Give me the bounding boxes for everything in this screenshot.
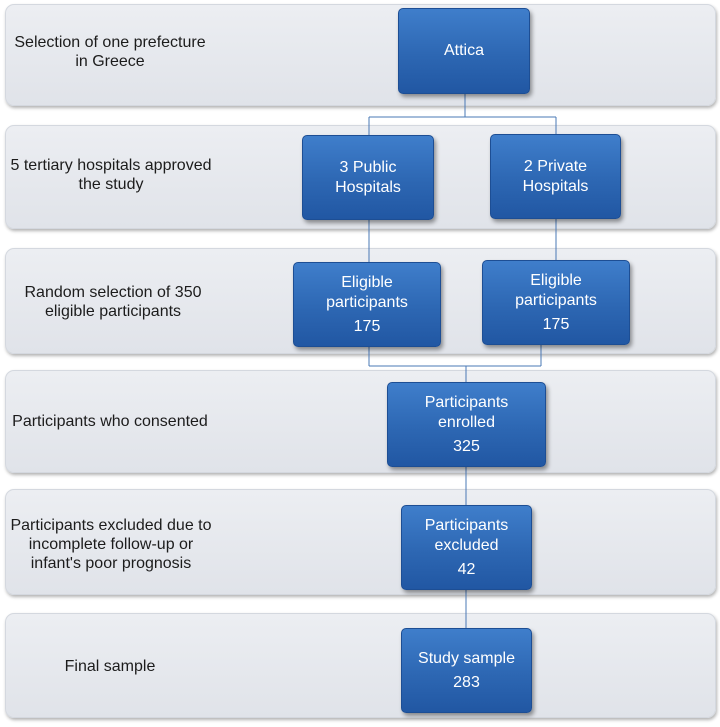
eligible-public-box: Eligible participants 175: [293, 262, 441, 347]
public-hospitals-box: 3 Public Hospitals: [302, 135, 434, 220]
stage-label-2: 5 tertiary hospitals approved the study: [10, 157, 212, 193]
attica-box-text: Attica: [443, 42, 484, 59]
eligible-public-text: Eligible participants: [326, 273, 408, 311]
eligible-private-text: Eligible participants: [515, 271, 597, 309]
stage-band-1: [5, 4, 716, 106]
study-sample-count: 283: [453, 673, 480, 691]
excluded-box: Participants excluded 42: [401, 505, 532, 590]
public-hospitals-text: 3 Public Hospitals: [335, 158, 401, 196]
eligible-private-box: Eligible participants 175: [482, 260, 630, 345]
excluded-text: Participants excluded: [424, 516, 509, 554]
stage-label-5: Participants excluded due to incomplete …: [10, 516, 212, 572]
study-sample-box: Study sample 283: [401, 628, 532, 713]
attica-box: Attica: [398, 8, 530, 94]
stage-label-1: Selection of one prefecture in Greece: [14, 34, 206, 70]
eligible-public-count: 175: [353, 317, 381, 335]
private-hospitals-text: 2 Private Hospitals: [522, 157, 589, 195]
stage-band-6: [5, 613, 716, 718]
eligible-private-count: 175: [542, 315, 570, 333]
excluded-count: 42: [457, 560, 476, 578]
stage-label-4: Participants who consented: [12, 412, 208, 430]
stage-label-6: Final sample: [64, 657, 156, 675]
enrolled-count: 325: [453, 437, 480, 455]
stage-band-4: [5, 370, 716, 473]
stage-label-3: Random selection of 350 eligible partici…: [24, 284, 202, 320]
enrolled-box: Participants enrolled 325: [387, 382, 546, 467]
enrolled-text: Participants enrolled: [424, 393, 509, 431]
stage-band-5: [5, 489, 716, 595]
private-hospitals-box: 2 Private Hospitals: [490, 134, 621, 219]
study-sample-text: Study sample: [418, 649, 515, 667]
